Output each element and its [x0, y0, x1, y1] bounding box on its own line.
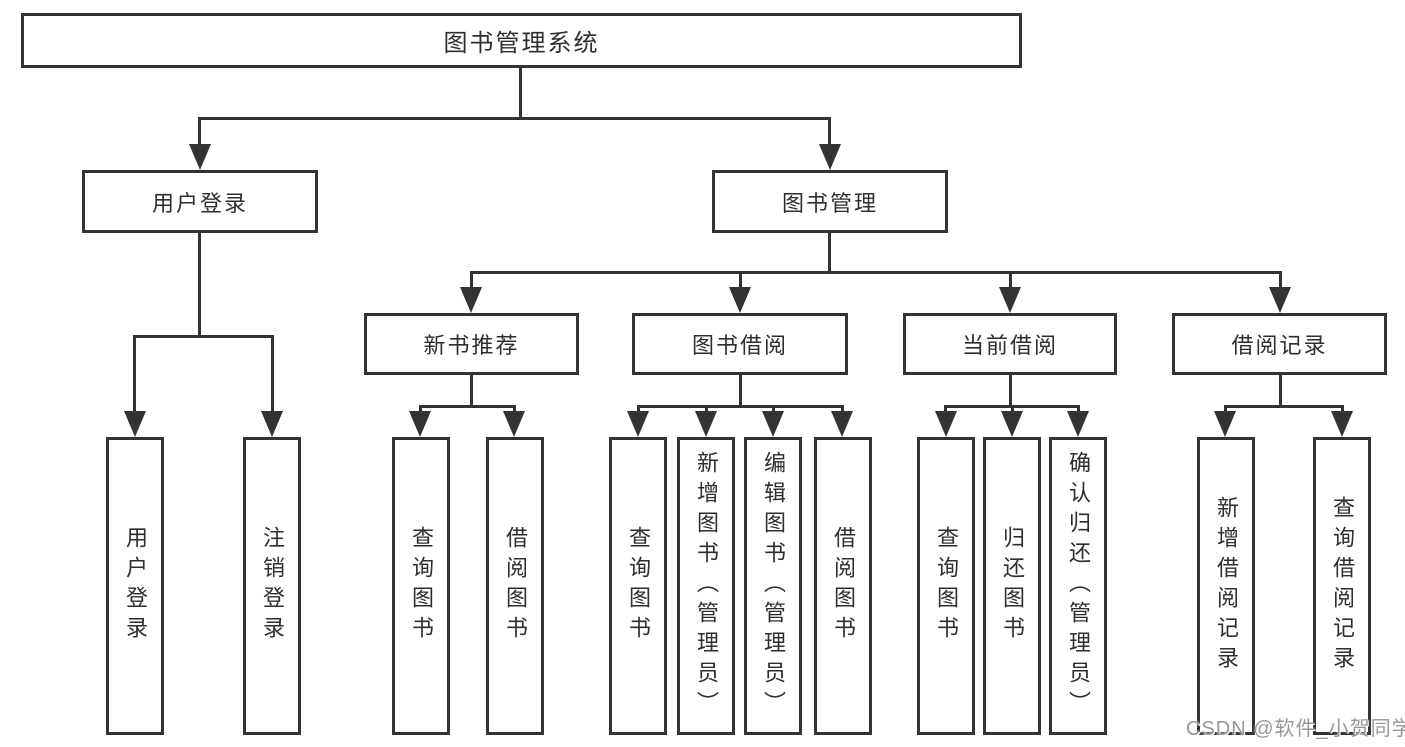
node-book-borrow-label: 图书借阅 [691, 333, 788, 358]
arrow-down-icon [503, 411, 525, 437]
arrow-down-icon [1067, 411, 1089, 437]
arrow-down-icon [762, 411, 784, 437]
leaf-confirm-return-admin-label: 确认归还（管理员） [1066, 451, 1091, 721]
connector-line [739, 271, 742, 291]
arrow-down-icon [627, 411, 649, 437]
connector-line [198, 117, 201, 147]
leaf-add-borrow-record: 新增借阅记录 [1197, 437, 1255, 735]
connector-line [1279, 271, 1282, 291]
leaf-query-borrow-record: 查询借阅记录 [1313, 437, 1371, 735]
node-new-book-recommend-label: 新书推荐 [423, 333, 520, 358]
connector-line [133, 335, 274, 338]
connector-line [271, 335, 274, 415]
leaf-query-book-1-label: 查询图书 [409, 526, 434, 646]
node-book-borrow: 图书借阅 [632, 313, 848, 375]
leaf-logout-label: 注销登录 [260, 526, 285, 646]
leaf-borrow-book-2: 借阅图书 [814, 437, 872, 735]
node-book-management: 图书管理 [712, 170, 948, 233]
connector-line [1279, 375, 1282, 407]
connector-line [133, 335, 136, 415]
connector-line [198, 233, 201, 337]
connector-line [470, 271, 1281, 274]
leaf-query-book-3-label: 查询图书 [934, 526, 959, 646]
leaf-logout: 注销登录 [243, 437, 301, 735]
connector-line [419, 405, 516, 408]
connector-line [519, 68, 522, 118]
leaf-confirm-return-admin: 确认归还（管理员） [1049, 437, 1107, 735]
arrow-down-icon [831, 411, 853, 437]
arrow-down-icon [1331, 411, 1353, 437]
leaf-return-book-label: 归还图书 [1000, 526, 1025, 646]
leaf-return-book: 归还图书 [983, 437, 1041, 735]
leaf-add-book-admin: 新增图书（管理员） [677, 437, 735, 735]
leaf-borrow-book-1: 借阅图书 [486, 437, 544, 735]
node-user-login: 用户登录 [82, 170, 318, 233]
arrow-down-icon [409, 411, 431, 437]
node-current-borrow-label: 当前借阅 [961, 333, 1058, 358]
leaf-query-book-3: 查询图书 [917, 437, 975, 735]
leaf-add-borrow-record-label: 新增借阅记录 [1214, 496, 1239, 676]
leaf-query-borrow-record-label: 查询借阅记录 [1330, 496, 1355, 676]
leaf-edit-book-admin-label: 编辑图书（管理员） [761, 451, 786, 721]
connector-line [828, 233, 831, 273]
arrow-down-icon [729, 287, 751, 313]
csdn-watermark: CSDN @软件_小贺同学 [1186, 718, 1405, 740]
leaf-user-login: 用户登录 [106, 437, 164, 735]
arrow-down-icon [1214, 411, 1236, 437]
connector-line [828, 117, 831, 147]
leaf-user-login-label: 用户登录 [123, 526, 148, 646]
node-root-label: 图书管理系统 [443, 30, 600, 57]
arrow-down-icon [1001, 411, 1023, 437]
node-book-management-label: 图书管理 [781, 190, 878, 216]
leaf-borrow-book-2-label: 借阅图书 [831, 526, 856, 646]
connector-line [470, 375, 473, 407]
connector-line [1009, 375, 1012, 407]
arrow-down-icon [189, 144, 211, 170]
leaf-add-book-admin-label: 新增图书（管理员） [694, 451, 719, 721]
node-user-login-label: 用户登录 [151, 190, 248, 216]
node-current-borrow: 当前借阅 [903, 313, 1117, 375]
connector-line [198, 117, 831, 120]
leaf-borrow-book-1-label: 借阅图书 [503, 526, 528, 646]
node-root: 图书管理系统 [21, 13, 1022, 68]
leaf-edit-book-admin: 编辑图书（管理员） [744, 437, 802, 735]
leaf-query-book-2-label: 查询图书 [626, 526, 651, 646]
connector-line [1009, 271, 1012, 291]
connector-line [470, 271, 473, 291]
leaf-query-book-2: 查询图书 [609, 437, 667, 735]
connector-line [637, 405, 844, 408]
connector-line [739, 375, 742, 407]
arrow-down-icon [1269, 287, 1291, 313]
connector-line [1224, 405, 1344, 408]
arrow-down-icon [695, 411, 717, 437]
node-borrow-record: 借阅记录 [1172, 313, 1387, 375]
arrow-down-icon [261, 411, 283, 437]
arrow-down-icon [124, 411, 146, 437]
node-new-book-recommend: 新书推荐 [364, 313, 579, 375]
leaf-query-book-1: 查询图书 [392, 437, 450, 735]
arrow-down-icon [460, 287, 482, 313]
node-borrow-record-label: 借阅记录 [1231, 333, 1328, 358]
arrow-down-icon [999, 287, 1021, 313]
arrow-down-icon [935, 411, 957, 437]
arrow-down-icon [819, 144, 841, 170]
